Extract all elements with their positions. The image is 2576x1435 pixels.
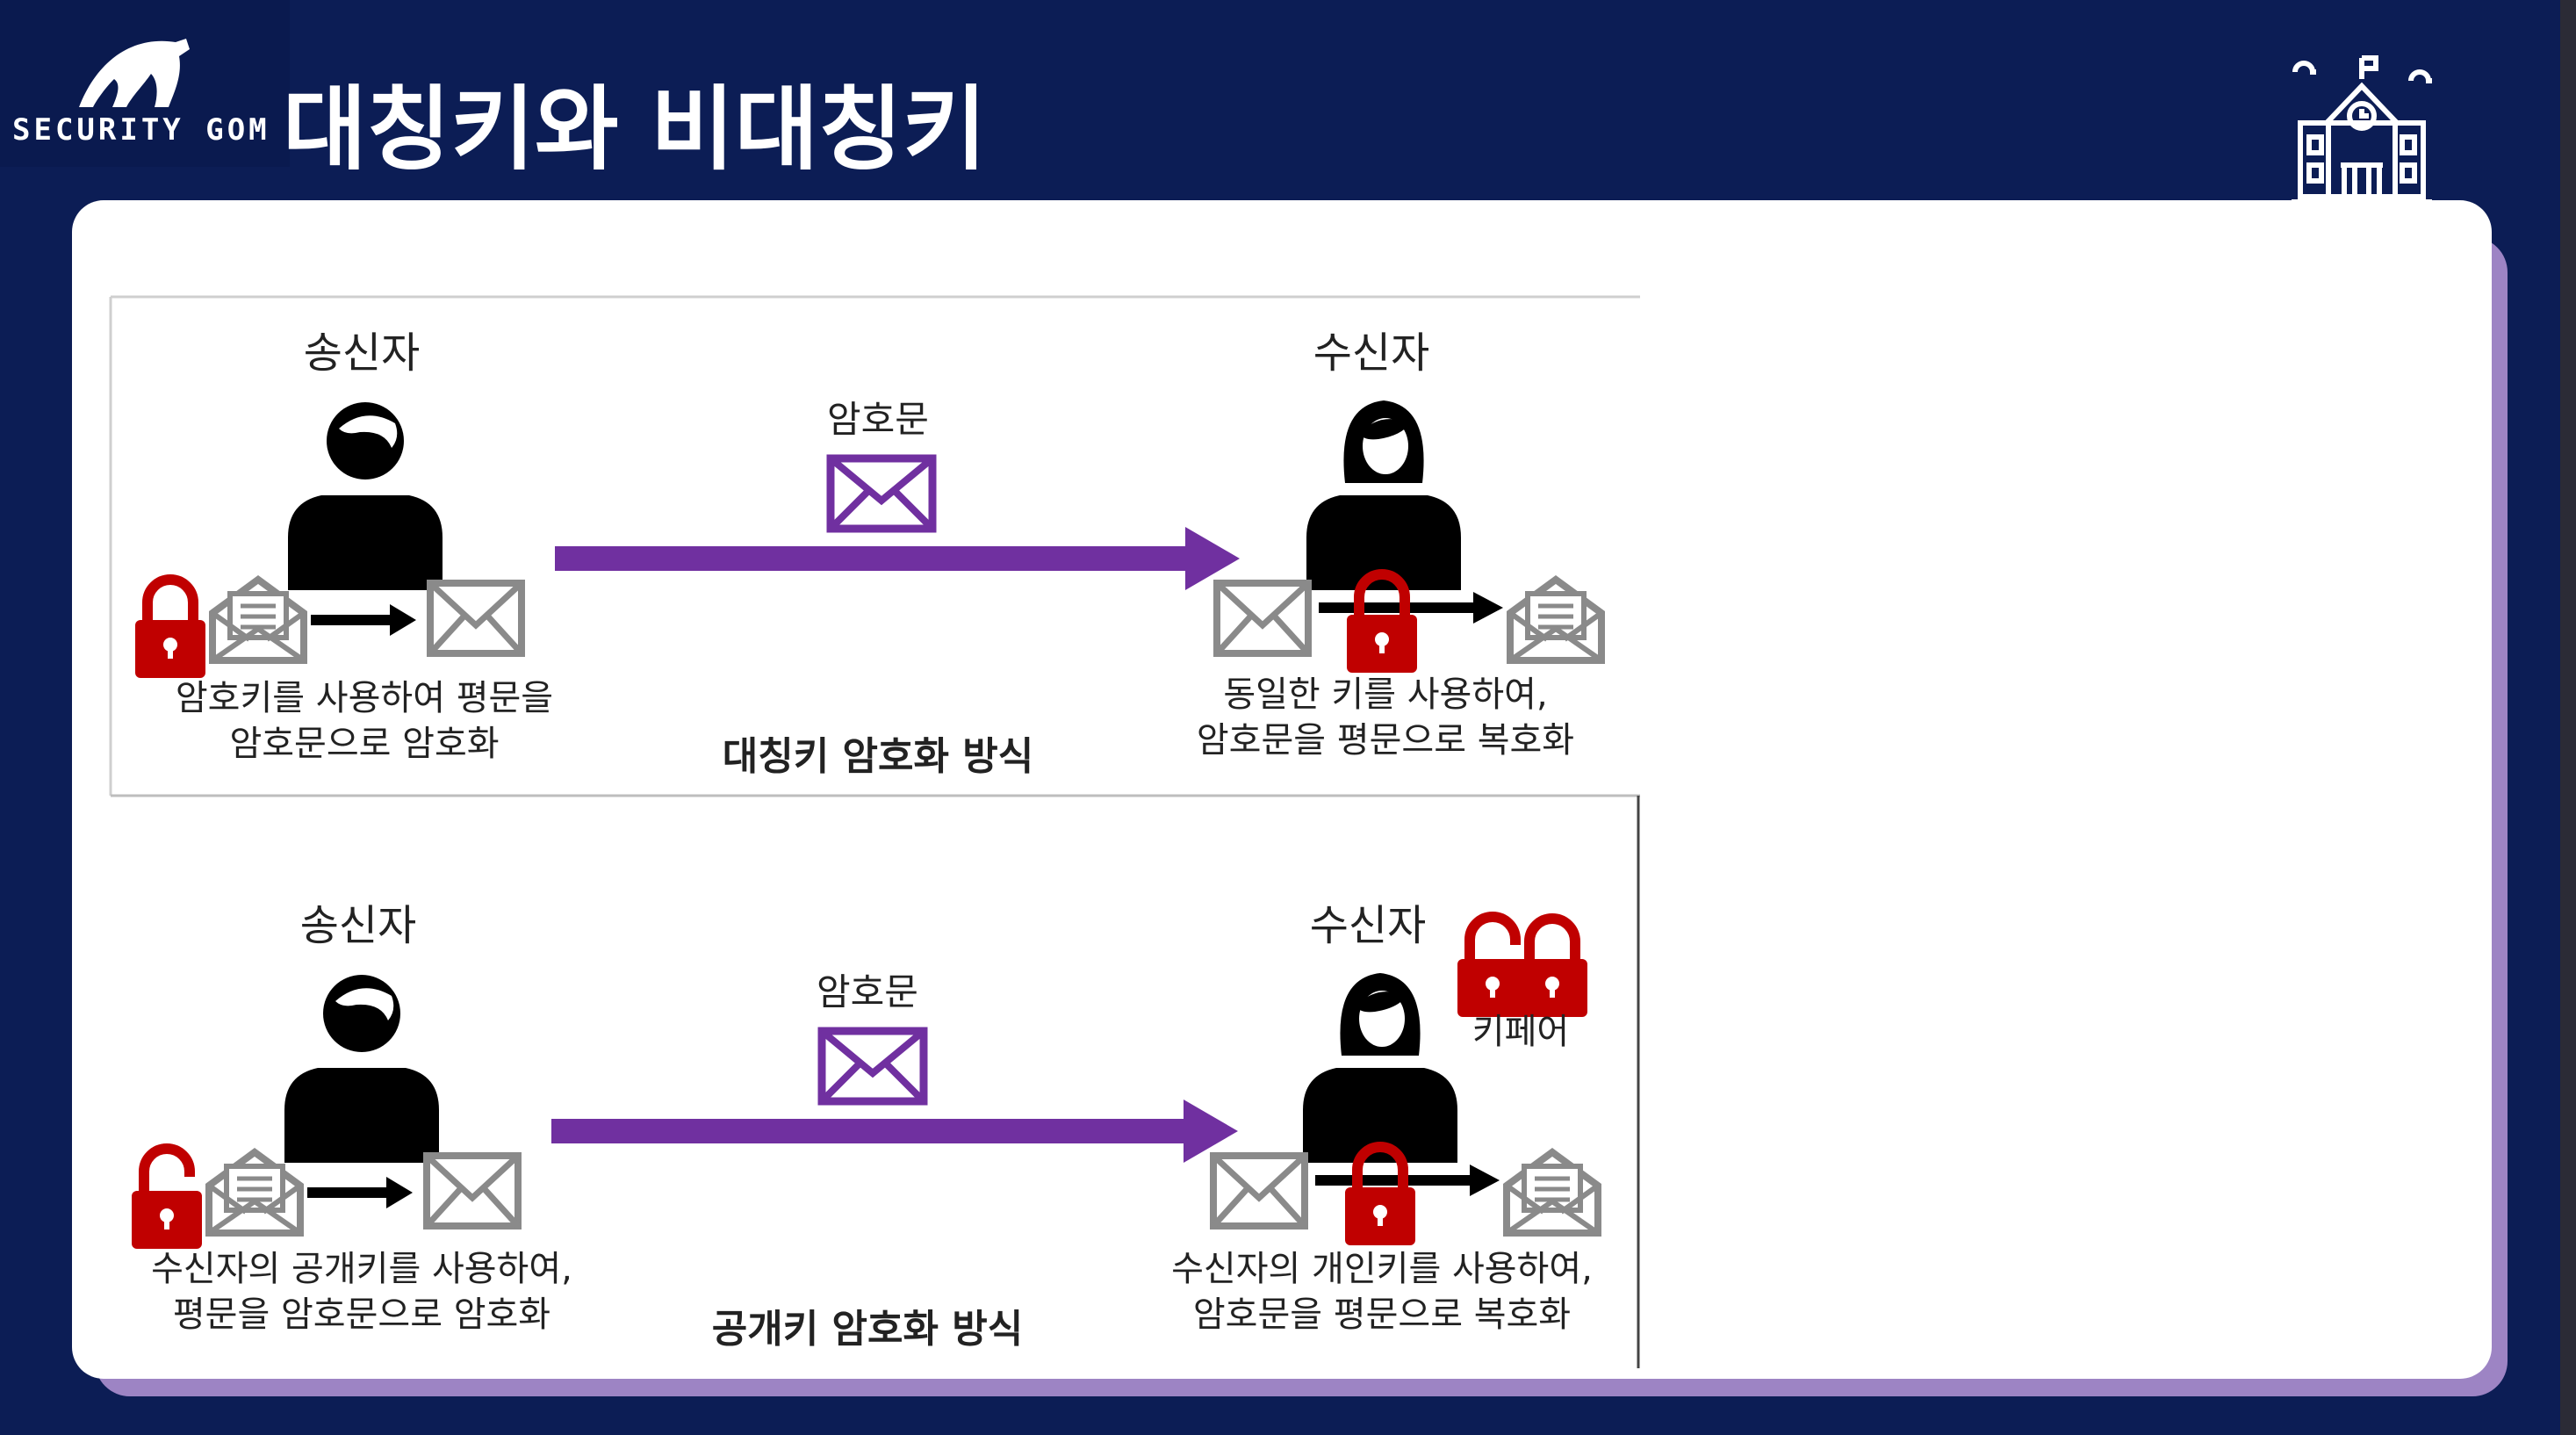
pk-receiver-plaintext-icon [1507,1152,1598,1233]
sym-sender-arrow-shaft [311,615,393,625]
pk-sender-arrow-shaft [307,1187,390,1198]
pk-ciphertext-envelope-icon [822,1031,924,1101]
sym-sender-arrow-head [390,604,416,636]
pk-method-label: 공개키 암호화 방식 [712,1307,1023,1352]
pk-receiver-label: 수신자 [1310,901,1426,950]
pk-sender-cipher-envelope-icon [427,1156,518,1226]
polar-bear-logo-icon [79,39,190,107]
sym-receiver-person-icon [1306,400,1461,590]
pk-receiver-arrow-shaft [1315,1175,1473,1186]
pk-ciphertext-label: 암호문 [817,970,918,1013]
pk-keypair-lock-2-icon [1517,919,1587,1017]
pk-receiver-caption-2: 암호문을 평문으로 복호화 [1193,1294,1571,1335]
sym-receiver-caption-2: 암호문을 평문으로 복호화 [1197,720,1574,761]
pk-transfer-arrow-shaft [551,1119,1185,1143]
pk-transfer-arrow-head [1184,1100,1238,1163]
logo-block: SECURITY GOM [0,0,290,167]
pk-sender-arrow-head [386,1177,413,1208]
pk-sender-plaintext-icon [209,1152,300,1233]
sym-sender-lock-icon [135,580,205,678]
sym-receiver-arrow-head [1473,592,1503,624]
pk-sender-person-icon [284,975,439,1163]
sym-sender-label: 송신자 [304,328,420,378]
sym-receiver-label: 수신자 [1313,328,1429,378]
pk-receiver-arrow-head [1470,1165,1500,1196]
logo-text: SECURITY GOM [12,112,270,148]
content-card: 송신자 수신자 암호문 암호키를 사용하여 평문을 암호문으로 암호화 동일한 … [72,200,2492,1379]
pk-sender-label: 송신자 [300,901,416,950]
sym-ciphertext-label: 암호문 [827,398,929,441]
pk-sender-caption-1: 수신자의 공개키를 사용하여, [151,1249,572,1289]
public-key-section: 송신자 수신자 키페어 암호문 수신자의 공개키를 사용하여, 평문을 암호문으… [132,901,1598,1352]
pk-sender-caption-2: 평문을 암호문으로 암호화 [173,1294,550,1335]
sym-transfer-arrow-shaft [555,546,1187,571]
page-title: 대칭키와 비대칭키 [283,76,987,183]
pk-sender-lock-icon [132,1149,202,1249]
pk-receiver-cipher-envelope-icon [1213,1156,1305,1226]
pk-keypair-label: 키페어 [1472,1012,1569,1052]
sym-receiver-plaintext-icon [1510,580,1601,660]
symmetric-section: 송신자 수신자 암호문 암호키를 사용하여 평문을 암호문으로 암호화 동일한 … [135,328,1601,779]
sym-sender-plaintext-icon [212,580,304,660]
sym-sender-caption-2: 암호문으로 암호화 [229,724,499,764]
encryption-diagram: 송신자 수신자 암호문 암호키를 사용하여 평문을 암호문으로 암호화 동일한 … [109,295,1640,1368]
sym-transfer-arrow-head [1185,527,1240,590]
sym-ciphertext-envelope-icon [831,458,932,529]
sym-receiver-arrow-shaft [1319,602,1477,613]
school-building-icon [2292,55,2432,205]
sym-sender-cipher-envelope-icon [430,583,522,653]
pk-receiver-caption-1: 수신자의 개인키를 사용하여, [1171,1249,1593,1289]
window-edge-bar [2560,0,2576,1435]
sym-receiver-caption-1: 동일한 키를 사용하여, [1223,674,1547,715]
sym-method-label: 대칭키 암호화 방식 [723,734,1033,779]
sym-receiver-cipher-envelope-icon [1217,583,1308,653]
sym-sender-person-icon [288,402,443,590]
pk-receiver-person-icon [1303,973,1457,1163]
sym-sender-caption-1: 암호키를 사용하여 평문을 [176,678,553,718]
